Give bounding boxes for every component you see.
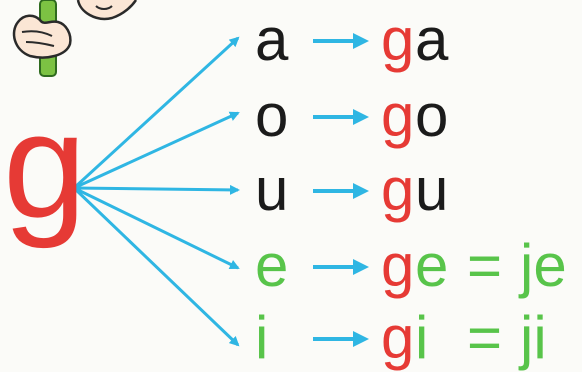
mouth-line bbox=[95, 5, 113, 10]
right-arrow-icon bbox=[313, 259, 369, 275]
finger-line bbox=[21, 30, 53, 37]
vowel-after: u bbox=[415, 156, 449, 223]
arrow-to-e bbox=[73, 186, 240, 270]
result-syllable: ji bbox=[520, 304, 547, 371]
right-arrow-icon bbox=[313, 109, 369, 125]
arrow-to-o bbox=[73, 111, 240, 190]
arrow-to-i bbox=[72, 186, 240, 347]
vowel: u bbox=[255, 156, 289, 223]
vowel-after: e bbox=[415, 232, 449, 299]
right-arrow-icon bbox=[313, 331, 369, 347]
row-o: o g o bbox=[255, 86, 582, 146]
row-u: u g u bbox=[255, 160, 582, 220]
row-a: a g a bbox=[255, 10, 582, 70]
vowel: o bbox=[255, 82, 289, 149]
vowel: e bbox=[255, 232, 289, 299]
g-letter: g bbox=[381, 82, 415, 149]
initial-letter: g bbox=[3, 81, 87, 249]
mascot-illustration bbox=[12, 0, 138, 77]
vowel-after: i bbox=[415, 304, 429, 371]
vowel: a bbox=[255, 6, 289, 73]
g-letter: g bbox=[381, 6, 415, 73]
g-letter: g bbox=[381, 156, 415, 223]
vowel: i bbox=[255, 304, 269, 371]
row-i: i g i = ji bbox=[255, 308, 582, 368]
arrow-to-u bbox=[73, 184, 240, 195]
g-letter: g bbox=[381, 232, 415, 299]
vowel-after: o bbox=[415, 82, 449, 149]
vowel-after: a bbox=[415, 6, 449, 73]
row-e: e g e = je bbox=[255, 236, 582, 296]
equals-sign: = bbox=[467, 304, 503, 371]
right-arrow-icon bbox=[313, 33, 369, 49]
right-arrow-icon bbox=[313, 183, 369, 199]
g-letter: g bbox=[381, 304, 415, 371]
hand-shape bbox=[12, 14, 72, 59]
finger-line bbox=[25, 41, 55, 47]
equals-sign: = bbox=[467, 232, 503, 299]
arrow-to-a bbox=[72, 36, 240, 190]
result-syllable: je bbox=[520, 232, 567, 299]
